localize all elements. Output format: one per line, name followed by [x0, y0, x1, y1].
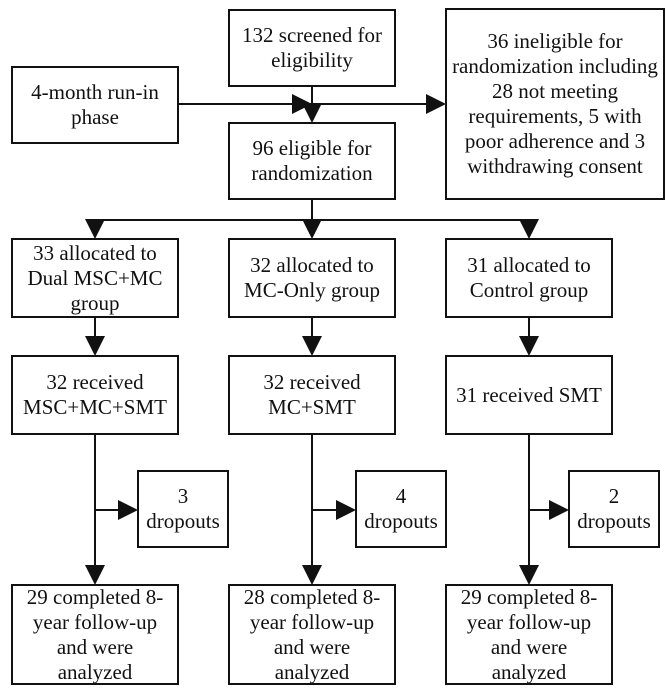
box-received-smt: 31 received SMT	[445, 355, 613, 435]
box-received-mc: 32 received MC+SMT	[228, 355, 396, 435]
box-completed-mc: 28 completed 8- year follow-up and were …	[228, 584, 396, 685]
box-screened-label: 132 screened for eligibility	[242, 23, 382, 72]
box-completed-dual-label: 29 completed 8- year follow-up and were …	[26, 584, 164, 684]
box-allocated-mc-only-label: 32 allocated to MC-Only group	[244, 253, 380, 302]
box-dropouts-dual-label: 3 dropouts	[146, 484, 220, 533]
box-dropouts-control: 2 dropouts	[568, 470, 660, 548]
box-allocated-dual: 33 allocated to Dual MSC+MC group	[11, 238, 179, 318]
box-allocated-mc-only: 32 allocated to MC-Only group	[228, 238, 396, 318]
box-dropouts-control-label: 2 dropouts	[577, 484, 651, 533]
box-completed-dual: 29 completed 8- year follow-up and were …	[11, 584, 179, 685]
box-received-dual-label: 32 received MSC+MC+SMT	[23, 370, 167, 419]
box-allocated-control-label: 31 allocated to Control group	[467, 253, 591, 302]
box-ineligible-label: 36 ineligible for randomization includin…	[452, 29, 658, 178]
box-completed-control-label: 29 completed 8- year follow-up and were …	[460, 584, 598, 684]
box-dropouts-dual: 3 dropouts	[137, 470, 229, 548]
box-screened: 132 screened for eligibility	[228, 9, 396, 87]
box-received-mc-label: 32 received MC+SMT	[263, 370, 361, 419]
box-run-in-phase-label: 4-month run-in phase	[31, 80, 159, 129]
box-received-smt-label: 31 received SMT	[456, 382, 602, 407]
box-allocated-control: 31 allocated to Control group	[445, 238, 613, 318]
box-ineligible: 36 ineligible for randomization includin…	[445, 8, 665, 200]
box-completed-mc-label: 28 completed 8- year follow-up and were …	[243, 584, 381, 684]
box-dropouts-mc-label: 4 dropouts	[364, 484, 438, 533]
box-allocated-dual-label: 33 allocated to Dual MSC+MC group	[27, 240, 163, 315]
box-eligible: 96 eligible for randomization	[228, 122, 396, 200]
box-run-in-phase: 4-month run-in phase	[11, 66, 179, 144]
box-dropouts-mc: 4 dropouts	[355, 470, 447, 548]
box-eligible-label: 96 eligible for randomization	[251, 136, 373, 185]
box-completed-control: 29 completed 8- year follow-up and were …	[445, 584, 613, 685]
box-received-dual: 32 received MSC+MC+SMT	[11, 355, 179, 435]
